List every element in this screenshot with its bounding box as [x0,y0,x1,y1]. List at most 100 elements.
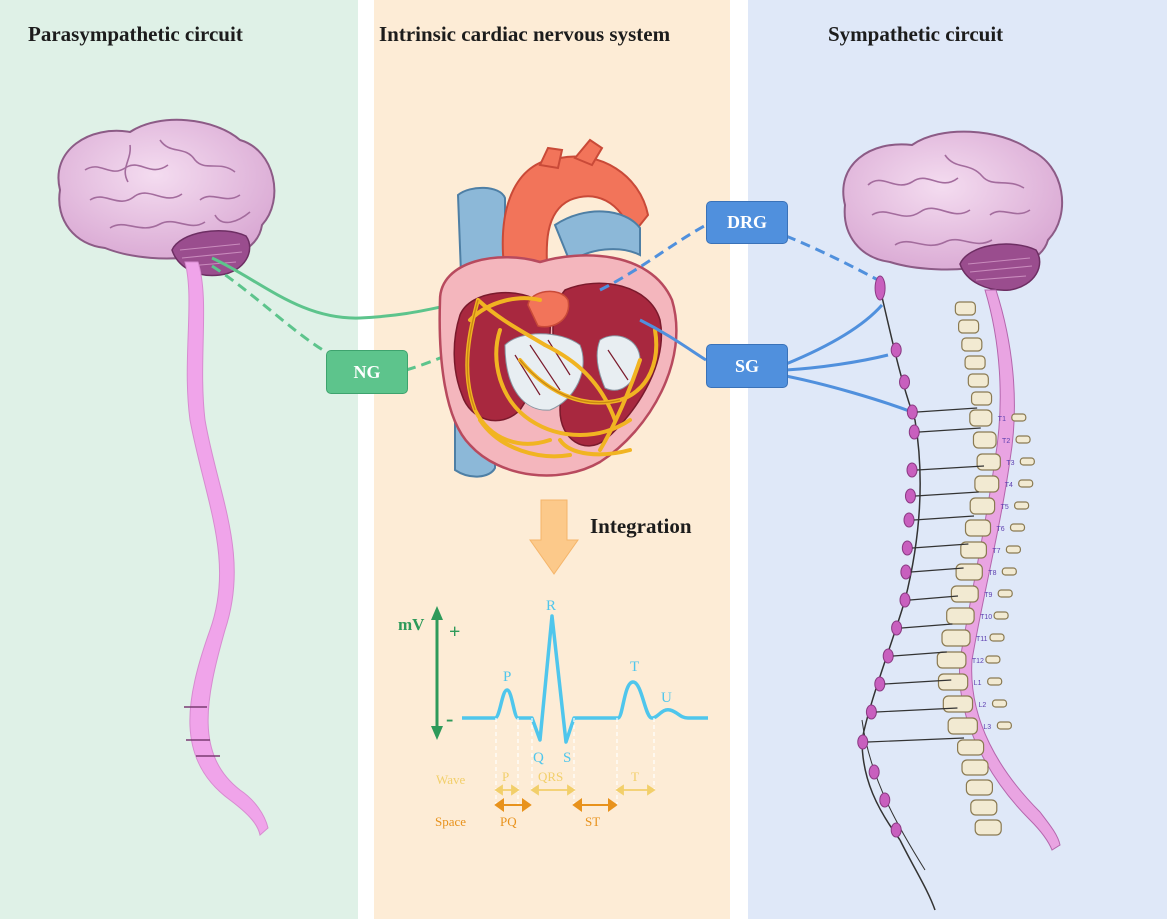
sympathetic-nerves [599,223,913,414]
cervical-vertebra [957,319,980,334]
integration-label: Integration [590,514,692,538]
vertebra [960,541,987,559]
spinous-process [1015,435,1031,444]
vertebra [969,409,993,427]
sympathetic-title: Sympathetic circuit [828,22,1004,46]
sympathetic-ganglion [882,648,894,664]
lower-vertebra [974,819,1002,836]
vertebra [946,607,975,625]
vertebra-label: T11 [976,636,988,643]
vertebra [976,453,1001,471]
ramus [901,623,953,629]
spinous-process [1011,413,1027,422]
ramus [912,543,969,549]
cervical-vertebra [964,355,986,370]
vertebra-label: T10 [980,614,992,621]
sympathetic-ganglion [874,676,886,692]
vertebra [974,475,1000,493]
sympathetic-ganglion [868,764,880,780]
sympathetic-ganglion [874,275,886,301]
ramus [909,595,959,601]
sympathetic-ganglion [891,620,903,636]
conduction-network-outline [466,299,621,411]
sympathetic-ganglion [879,792,891,808]
lower-vertebra [956,739,985,756]
cervical-vertebra [961,337,983,352]
sympathetic-ganglion [901,540,913,556]
ramus [893,651,947,657]
sympathetic-ganglion [900,564,912,580]
ramus [876,707,958,713]
sympathetic-ganglion [908,424,920,440]
cervical-vertebra [954,301,976,316]
spinous-process [1001,567,1017,576]
vertebra-label: T9 [984,592,992,599]
spinous-process [1019,457,1035,466]
intrinsic-cardiac-title: Intrinsic cardiac nervous system [379,22,671,46]
vertebra-label: L1 [974,680,982,687]
ramus [919,427,981,433]
vertebra [937,673,969,691]
vertebra [950,585,979,603]
sympathetic-ganglion [899,592,911,608]
ramus [910,567,964,573]
vertebra-label: T7 [992,548,1000,555]
spinous-process [989,633,1005,642]
spinous-process [997,589,1013,598]
ramus [916,465,985,471]
ramus [913,515,975,521]
vertebra [972,431,997,449]
vertebra-label: T8 [988,570,996,577]
spinous-process [1013,501,1030,510]
vertebra [955,563,983,581]
ramus [884,679,952,685]
parasympathetic-title: Parasympathetic circuit [28,22,243,46]
sympathetic-ganglion [865,704,877,720]
ramus [867,737,965,743]
ramus [917,407,978,413]
spinous-process [985,655,1001,664]
sympathetic-ganglion [906,404,918,420]
vertebra-label: T5 [1001,504,1009,511]
sympathetic-ganglion [890,342,902,358]
spinous-process [993,611,1009,620]
vertebra [941,629,971,647]
sympathetic-ganglion [904,488,916,504]
vertebra-label: T4 [1005,482,1013,489]
left-cord-marks [184,706,220,757]
lower-vertebra [961,759,989,776]
sympathetic-ganglion [899,374,911,390]
ramus [915,491,979,497]
sympathetic-chain [857,275,985,911]
spinous-process [1009,523,1026,532]
cervical-vertebra [970,391,993,406]
sympathetic-ganglion [903,512,915,528]
spinous-process [1018,479,1034,488]
vertebra-label: T6 [997,526,1005,533]
sympathetic-ganglion [906,462,918,478]
ng-node: NG [326,350,408,394]
sympathetic-ganglion [857,734,869,750]
left-brain-icon [57,118,276,277]
spinous-process [987,677,1003,686]
vertebra [964,519,992,537]
vertebra-label: T1 [998,416,1006,423]
spinous-process [996,721,1012,730]
sg-node: SG [706,344,788,388]
drg-node: DRG [706,201,788,244]
vertebra [936,651,967,669]
cervical-vertebra [967,373,989,388]
spinous-process [1005,545,1022,554]
lower-vertebra [970,799,998,816]
spinous-process [991,699,1008,708]
vertebra-label: L2 [979,702,987,709]
vertebra-label: T3 [1006,460,1014,467]
left-spinal-cord [184,261,269,836]
vertebra-label: T2 [1002,438,1010,445]
lower-vertebra [965,779,994,796]
vertebra-label: L3 [983,724,991,731]
vertebra [969,497,996,515]
vertebra [942,695,974,713]
